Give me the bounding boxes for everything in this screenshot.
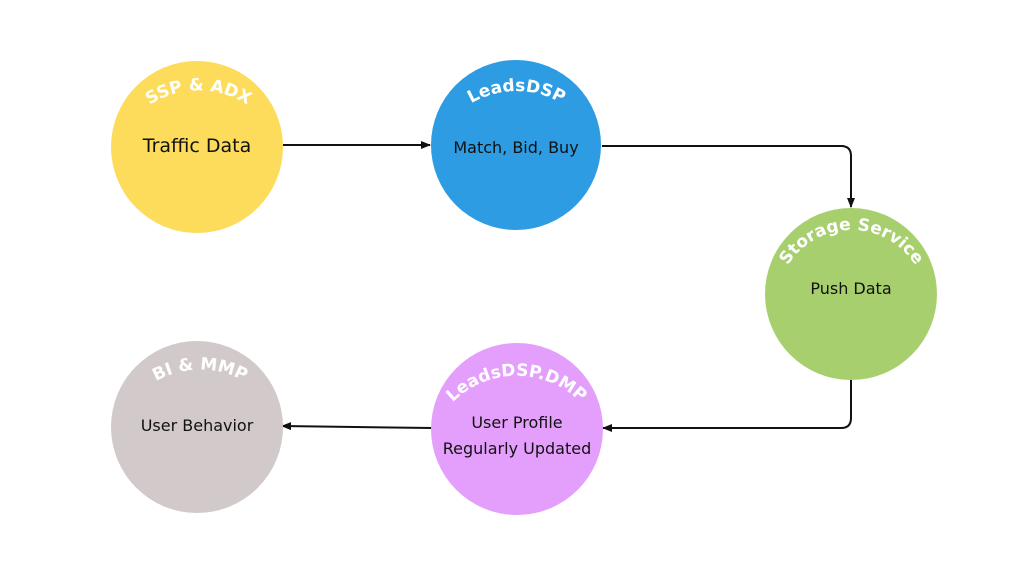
node-leadsdsp: LeadsDSP Match, Bid, Buy (431, 60, 601, 230)
node-ssp-adx-label: Traffic Data (142, 135, 252, 157)
node-leadsdsp-label: Match, Bid, Buy (453, 138, 578, 157)
node-storage-service-label: Push Data (810, 279, 891, 298)
node-storage-service-circle (765, 208, 937, 380)
node-ssp-adx: SSP & ADX Traffic Data (111, 61, 283, 233)
node-leadsdsp-circle (431, 60, 601, 230)
node-leadsdsp-dmp-label-line2: Regularly Updated (443, 439, 591, 458)
node-storage-service: Storage Service Push Data (765, 208, 937, 380)
arrow-leadsdsp-to-storage (602, 145, 855, 208)
node-leadsdsp-dmp-circle (431, 343, 603, 515)
node-bi-mmp: BI & MMP User Behavior (111, 341, 283, 513)
node-bi-mmp-label: User Behavior (141, 416, 254, 435)
arrow-dmp-to-bi (281, 422, 433, 431)
node-leadsdsp-dmp: LeadsDSP.DMP User Profile Regularly Upda… (431, 343, 603, 515)
node-bi-mmp-circle (111, 341, 283, 513)
arrow-storage-to-dmp (602, 380, 852, 432)
node-ssp-adx-circle (111, 61, 283, 233)
node-leadsdsp-dmp-label-line1: User Profile (471, 413, 562, 432)
